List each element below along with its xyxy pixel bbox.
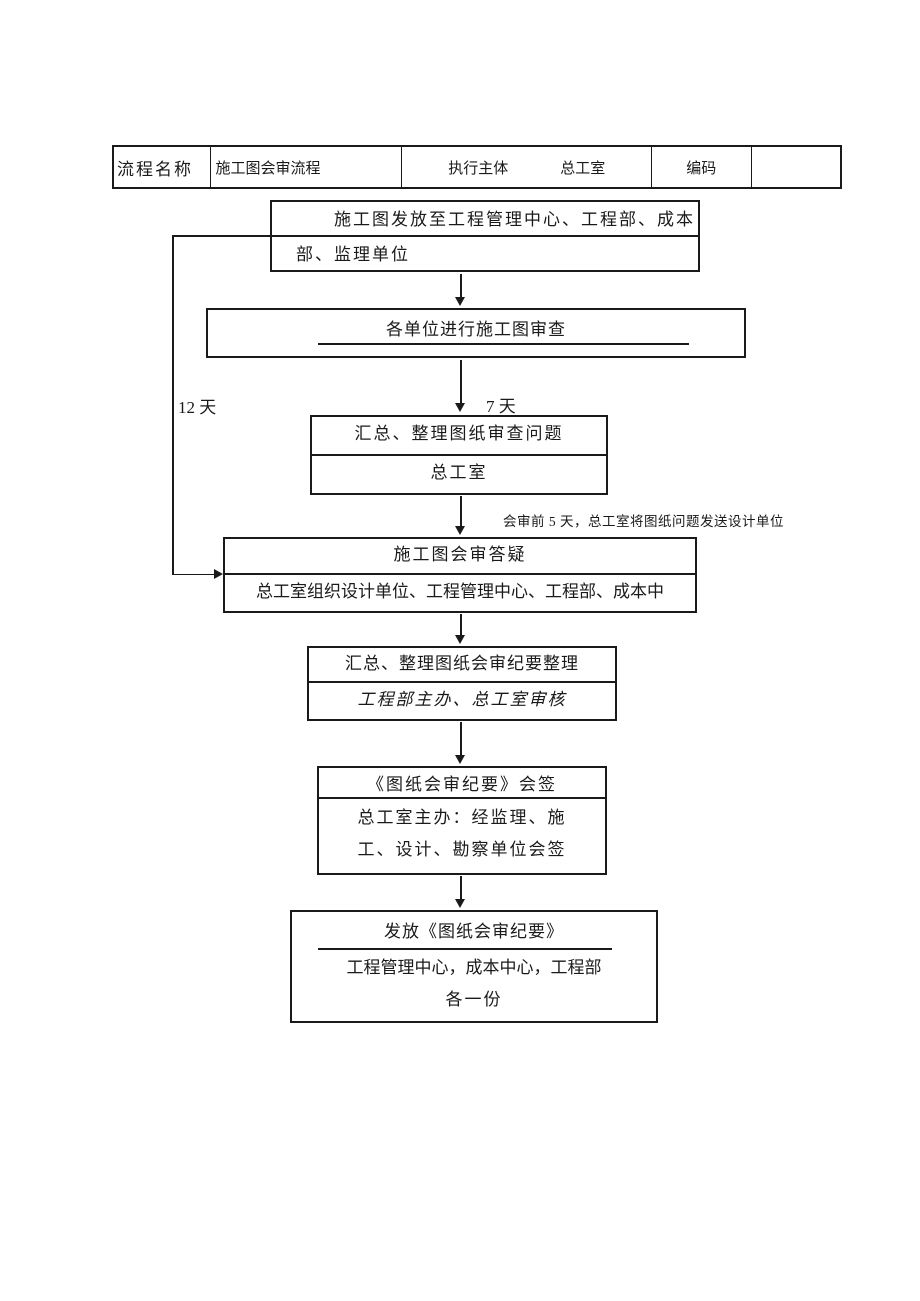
arrow-step3-step4-head xyxy=(455,526,465,535)
executor-label: 执行主体 xyxy=(448,159,509,177)
arrow-step2-step3-head xyxy=(455,403,465,412)
arrow-step5-step6-line xyxy=(460,722,462,756)
executor-value: 总工室 xyxy=(560,159,606,177)
step4-detail: 总工室组织设计单位、工程管理中心、工程部、成本中 xyxy=(256,582,664,601)
arrow-step4-step5-head xyxy=(455,635,465,644)
flow-step-distribute-minutes: 发放《图纸会审纪要》 工程管理中心，成本中心，工程部 各一份 xyxy=(290,910,658,1023)
connector-elbow-vertical xyxy=(172,235,174,575)
flow-step-units-review: 各单位进行施工图审查 xyxy=(206,308,746,358)
flow-step-countersign-minutes: 《图纸会审纪要》会签 总工室主办：经监理、施 工、设计、勘察单位会签 xyxy=(317,766,607,875)
step7-title: 发放《图纸会审纪要》 xyxy=(384,922,564,941)
arrow-step1-step2-head xyxy=(455,297,465,306)
connector-elbow-bottom xyxy=(172,573,214,576)
flow-step-review-qa: 施工图会审答疑 总工室组织设计单位、工程管理中心、工程部、成本中 xyxy=(223,537,697,613)
executor-cell: 执行主体 总工室 xyxy=(402,147,653,187)
step6-detail-line2: 工、设计、勘察单位会签 xyxy=(357,840,567,859)
duration-label-7-days: 7 天 xyxy=(486,397,516,416)
step1-underline xyxy=(272,235,698,237)
process-name-value: 施工图会审流程 xyxy=(211,147,403,187)
step6-title: 《图纸会审纪要》会签 xyxy=(367,775,557,794)
step1-line2: 部、监理单位 xyxy=(296,245,410,264)
flow-step-compile-minutes: 汇总、整理图纸会审纪要整理 工程部主办、总工室审核 xyxy=(307,646,617,721)
step3-title: 汇总、整理图纸审查问题 xyxy=(354,424,564,443)
pre-review-note: 会审前 5 天，总工室将图纸问题发送设计单位 xyxy=(503,514,784,529)
flow-step-compile-issues: 汇总、整理图纸审查问题 总工室 xyxy=(310,415,608,495)
arrow-step5-step6-head xyxy=(455,755,465,764)
step5-detail: 工程部主办、总工室审核 xyxy=(357,690,567,709)
step6-detail-line1: 总工室主办：经监理、施 xyxy=(357,808,567,827)
arrow-step1-step2-line xyxy=(460,274,462,299)
header-table: 流程名称 施工图会审流程 执行主体 总工室 编码 xyxy=(112,145,842,189)
process-name-label: 流程名称 xyxy=(114,147,212,187)
code-value-cell xyxy=(752,147,841,187)
arrow-step4-step5-line xyxy=(460,614,462,636)
step7-detail-line1: 工程管理中心，成本中心，工程部 xyxy=(346,958,602,977)
arrowhead-right-into-step4 xyxy=(214,569,223,579)
step7-underline xyxy=(318,948,612,950)
step4-divider xyxy=(225,573,695,575)
step4-title: 施工图会审答疑 xyxy=(393,545,527,564)
step3-owner: 总工室 xyxy=(430,463,488,482)
step5-title: 汇总、整理图纸会审纪要整理 xyxy=(345,654,579,673)
arrow-step3-step4-line xyxy=(460,496,462,527)
arrow-step2-step3-line xyxy=(460,360,462,404)
arrow-step6-step7-head xyxy=(455,899,465,908)
duration-label-12-days: 12 天 xyxy=(178,398,217,417)
connector-elbow-top xyxy=(172,235,270,237)
step1-line1: 施工图发放至工程管理中心、工程部、成本 xyxy=(334,210,695,229)
arrow-step6-step7-line xyxy=(460,876,462,900)
flow-step-distribute-drawings: 施工图发放至工程管理中心、工程部、成本 部、监理单位 xyxy=(270,200,700,272)
step3-divider xyxy=(312,454,606,456)
step5-divider xyxy=(309,681,615,683)
step7-detail-line2: 各一份 xyxy=(445,990,503,1009)
step2-underline xyxy=(318,343,689,345)
step6-divider xyxy=(319,797,605,799)
code-label: 编码 xyxy=(652,147,752,187)
step2-title: 各单位进行施工图审查 xyxy=(386,320,566,339)
